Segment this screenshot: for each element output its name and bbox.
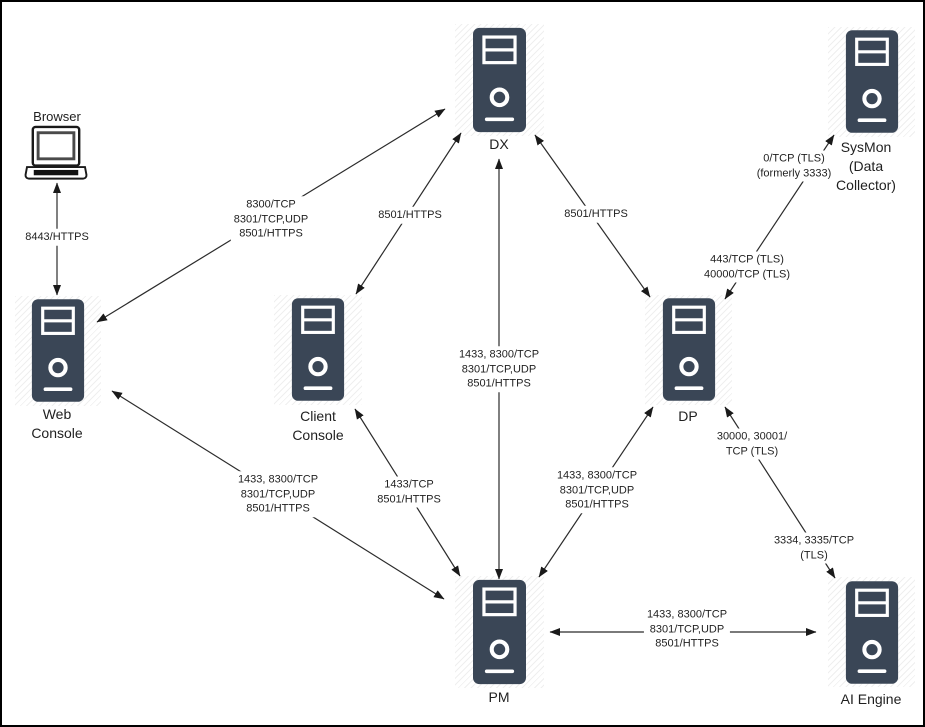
edge-label-line: 8443/HTTPS	[25, 230, 89, 243]
edge-label-clientconsole-dx: 8501/HTTPS	[375, 206, 445, 224]
edge-label-line: 1433, 8300/TCP	[237, 473, 319, 486]
node-label-dp: DP	[678, 407, 697, 426]
edge-label-line: 8501/HTTPS	[655, 637, 719, 650]
node-label-client-console: Client Console	[292, 407, 343, 445]
laptop-icon-browser	[24, 125, 88, 183]
edge-label-line: 1433/TCP	[384, 478, 434, 491]
edge-label-line: 1433, 8300/TCP	[458, 348, 540, 361]
node-label-web-console: Web Console	[31, 405, 82, 443]
edge-label-dp-aiengine-lower: 3334, 3335/TCP (TLS)	[770, 532, 858, 564]
node-label-line: Collector)	[836, 177, 896, 193]
node-label-line: PM	[488, 689, 510, 705]
edge-label-line: 40000/TCP (TLS)	[703, 268, 791, 280]
server-icon-client-console	[291, 297, 345, 402]
node-label-line: Client	[300, 408, 336, 424]
edge-label-pm-aiengine: 1433, 8300/TCP 8301/TCP,UDP 8501/HTTPS	[643, 606, 731, 652]
server-icon-dx	[472, 27, 527, 133]
node-label-browser: Browser	[33, 107, 81, 126]
node-label-line: SysMon	[840, 139, 892, 155]
edge-label-line: 30000, 30001/	[716, 430, 788, 443]
edge-label-clientconsole-pm: 1433/TCP 8501/HTTPS	[374, 476, 444, 508]
edge-label-pm-dx: 1433, 8300/TCP 8301/TCP,UDP 8501/HTTPS	[455, 346, 543, 392]
edge-label-dx-dp: 8501/HTTPS	[561, 205, 631, 223]
edge-label-webconsole-pm: 1433, 8300/TCP 8301/TCP,UDP 8501/HTTPS	[234, 471, 322, 517]
node-label-ai-engine: AI Engine	[841, 690, 902, 709]
edge-label-line: 3334, 3335/TCP	[773, 534, 855, 547]
edge-label-line: 443/TCP (TLS)	[710, 253, 784, 266]
node-label-line: DP	[678, 408, 698, 424]
edge-label-line: 8501/HTTPS	[378, 208, 442, 221]
edge-label-line: 8501/HTTPS	[467, 377, 531, 390]
edge-label-line: (TLS)	[800, 549, 828, 561]
node-label-line: (Data	[848, 158, 884, 174]
edge-label-line: 8501/HTTPS	[377, 493, 441, 505]
node-label-line: Browser	[33, 109, 81, 124]
edge-label-line: 8301/TCP,UDP	[559, 483, 635, 496]
edge-label-line: (formerly 3333)	[756, 167, 832, 179]
server-icon-web-console	[31, 298, 85, 403]
node-label-line: AI Engine	[840, 691, 902, 707]
edge-label-browser-webconsole: 8443/HTTPS	[22, 228, 92, 246]
edge-label-line: 8301/TCP,UDP	[233, 212, 309, 225]
node-label-line: DX	[489, 136, 509, 152]
node-label-line: Console	[292, 427, 344, 443]
node-label-pm: PM	[489, 688, 510, 707]
edge-label-line: 8301/TCP,UDP	[461, 362, 537, 375]
edge-label-line: TCP (TLS)	[725, 445, 779, 457]
edge-label-line: 8501/HTTPS	[564, 207, 628, 220]
server-icon-dp	[662, 297, 716, 402]
edge-label-line: 8501/HTTPS	[565, 498, 629, 511]
edge-label-webconsole-dx: 8300/TCP 8301/TCP,UDP 8501/HTTPS	[230, 196, 312, 242]
node-label-sysmon: SysMon (Data Collector)	[836, 138, 896, 195]
edge-label-line: 8501/HTTPS	[246, 502, 310, 515]
edge-label-line: 1433, 8300/TCP	[556, 469, 638, 482]
node-label-line: Web	[42, 406, 72, 422]
edge-label-line: 0/TCP (TLS)	[763, 152, 825, 165]
edge-label-line: 8301/TCP,UDP	[240, 487, 316, 500]
node-label-line: Console	[31, 425, 83, 441]
node-label-dx: DX	[489, 135, 508, 154]
edge-label-line: 1433, 8300/TCP	[646, 608, 728, 621]
edge-label-dp-sysmon-lower: 443/TCP (TLS) 40000/TCP (TLS)	[700, 251, 794, 283]
edge-label-dp-sysmon-upper: 0/TCP (TLS) (formerly 3333)	[753, 150, 835, 182]
edge-label-line: 8300/TCP	[246, 198, 296, 211]
server-icon-ai-engine	[845, 580, 899, 685]
edge-label-dp-aiengine-upper: 30000, 30001/ TCP (TLS)	[713, 428, 791, 460]
edge-label-dp-pm: 1433, 8300/TCP 8301/TCP,UDP 8501/HTTPS	[553, 467, 641, 513]
server-icon-pm	[472, 579, 527, 685]
edge-label-line: 8301/TCP,UDP	[649, 622, 725, 635]
server-icon-sysmon	[845, 29, 899, 134]
edge-label-line: 8501/HTTPS	[239, 227, 303, 240]
